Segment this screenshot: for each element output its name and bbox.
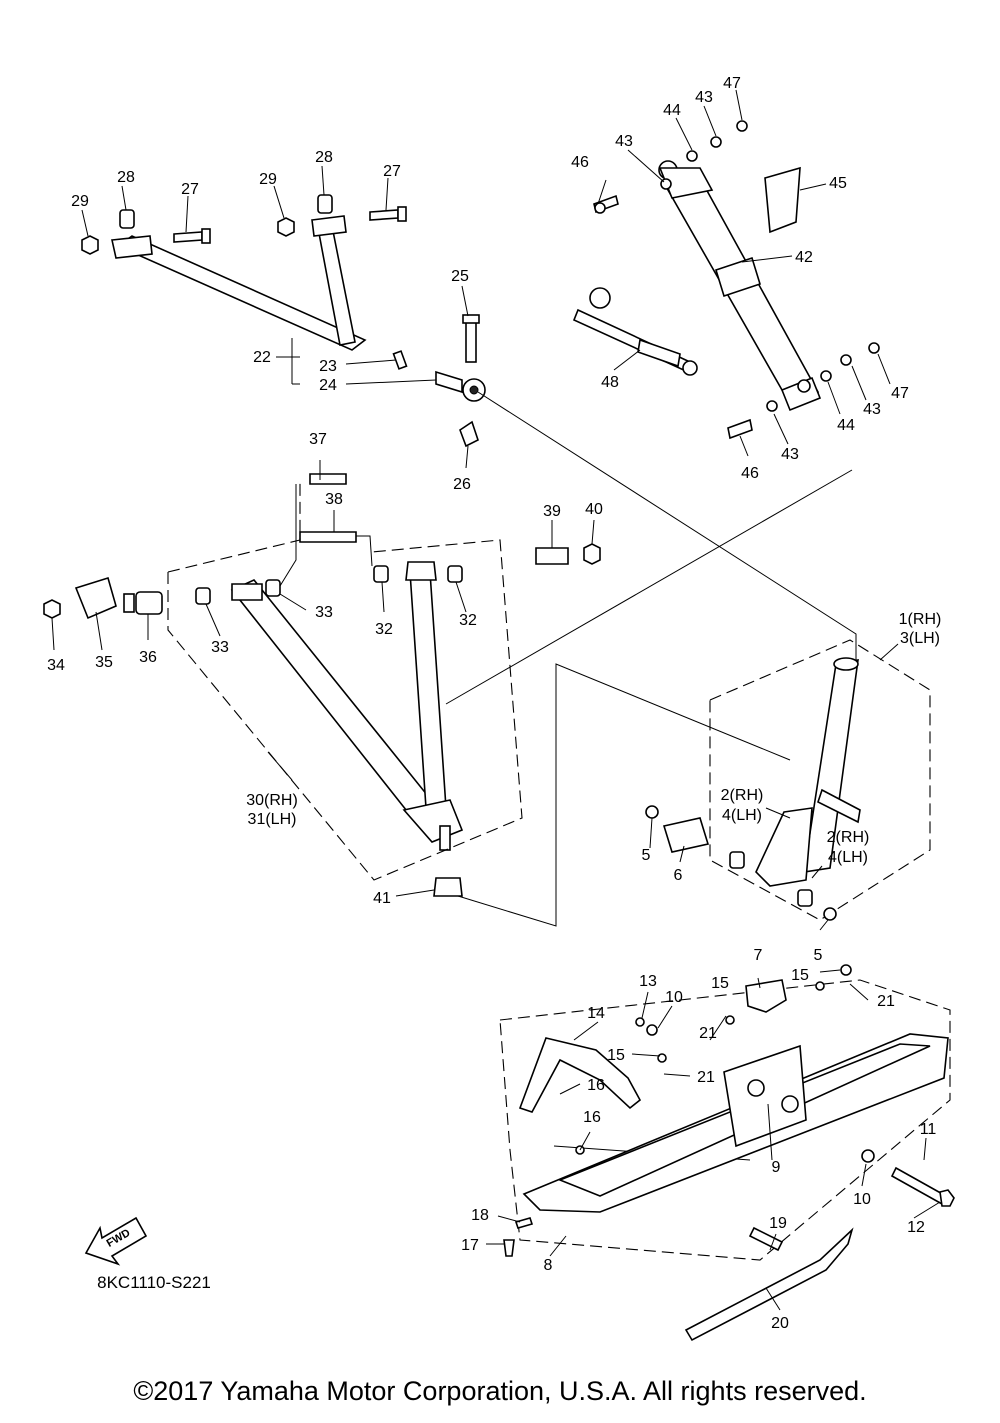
fwd-arrow-icon: FWD bbox=[84, 1216, 148, 1266]
diagram-code: 8KC1110-S221 bbox=[97, 1273, 211, 1292]
callout-46: 46 bbox=[571, 154, 589, 171]
callout-34: 34 bbox=[47, 657, 65, 674]
callout-10: 10 bbox=[665, 989, 683, 1006]
callout-32: 32 bbox=[459, 612, 477, 629]
tie-rod-assembly bbox=[81, 194, 486, 448]
callout-20: 20 bbox=[771, 1315, 789, 1332]
callout-27: 27 bbox=[383, 163, 401, 180]
callout-16: 16 bbox=[587, 1077, 605, 1094]
callout-2: 2(RH) bbox=[827, 829, 870, 846]
callout-5: 5 bbox=[814, 947, 823, 964]
callout-38: 38 bbox=[325, 491, 343, 508]
callout-39: 39 bbox=[543, 503, 561, 520]
callout-43: 43 bbox=[781, 446, 799, 463]
callout-36: 36 bbox=[139, 649, 157, 666]
callout-5: 5 bbox=[642, 847, 651, 864]
callout-7: 7 bbox=[754, 947, 763, 964]
callout-11: 11 bbox=[920, 1121, 937, 1138]
ski bbox=[503, 964, 955, 1342]
callout-4: 4(LH) bbox=[722, 807, 762, 824]
callout-18: 18 bbox=[471, 1207, 489, 1224]
callout-37: 37 bbox=[309, 431, 327, 448]
callout-numbers: 29 28 27 29 28 27 22 23 24 25 26 46 43 4… bbox=[47, 75, 941, 1332]
spring-tool bbox=[572, 287, 698, 376]
callout-29: 29 bbox=[71, 193, 89, 210]
callout-14: 14 bbox=[587, 1005, 605, 1022]
callout-47: 47 bbox=[891, 385, 909, 402]
callout-33: 33 bbox=[315, 604, 333, 621]
callout-15: 15 bbox=[607, 1047, 625, 1064]
spindle bbox=[645, 657, 861, 921]
callout-6: 6 bbox=[674, 867, 683, 884]
copyright-notice: ©2017 Yamaha Motor Corporation, U.S.A. A… bbox=[133, 1376, 867, 1406]
callout-41: 41 bbox=[373, 890, 391, 907]
callout-12: 12 bbox=[907, 1219, 925, 1236]
callout-43: 43 bbox=[863, 401, 881, 418]
lower-a-arm bbox=[43, 473, 601, 897]
callout-17: 17 bbox=[461, 1237, 479, 1254]
callout-24: 24 bbox=[319, 377, 337, 394]
callout-30: 30(RH) bbox=[246, 792, 298, 809]
callout-40: 40 bbox=[585, 501, 603, 518]
callout-1: 1(RH) bbox=[899, 611, 942, 628]
callout-23: 23 bbox=[319, 358, 337, 375]
callout-10: 10 bbox=[853, 1191, 871, 1208]
callout-21: 21 bbox=[697, 1069, 715, 1086]
callout-13: 13 bbox=[639, 973, 657, 990]
callout-29: 29 bbox=[259, 171, 277, 188]
callout-45: 45 bbox=[829, 175, 847, 192]
callout-21: 21 bbox=[699, 1025, 717, 1042]
callout-46: 46 bbox=[741, 465, 759, 482]
callout-44: 44 bbox=[837, 417, 855, 434]
callout-28: 28 bbox=[315, 149, 333, 166]
callout-27: 27 bbox=[181, 181, 199, 198]
callout-15: 15 bbox=[791, 967, 809, 984]
callout-32: 32 bbox=[375, 621, 393, 638]
callout-4: 4(LH) bbox=[828, 849, 868, 866]
callout-28: 28 bbox=[117, 169, 135, 186]
callout-47: 47 bbox=[723, 75, 741, 92]
callout-42: 42 bbox=[795, 249, 813, 266]
callout-9: 9 bbox=[772, 1159, 781, 1176]
callout-15: 15 bbox=[711, 975, 729, 992]
callout-31: 31(LH) bbox=[248, 811, 297, 828]
callout-43: 43 bbox=[695, 89, 713, 106]
callout-33: 33 bbox=[211, 639, 229, 656]
callout-16: 16 bbox=[583, 1109, 601, 1126]
callout-44: 44 bbox=[663, 102, 681, 119]
callout-25: 25 bbox=[451, 268, 469, 285]
callout-21: 21 bbox=[877, 993, 895, 1010]
callout-2: 2(RH) bbox=[721, 787, 764, 804]
callout-43: 43 bbox=[615, 133, 633, 150]
callout-8: 8 bbox=[544, 1257, 553, 1274]
callout-19: 19 bbox=[769, 1215, 787, 1232]
callout-26: 26 bbox=[453, 476, 471, 493]
callout-48: 48 bbox=[601, 374, 619, 391]
callout-35: 35 bbox=[95, 654, 113, 671]
callout-3: 3(LH) bbox=[900, 630, 940, 647]
shock-absorber bbox=[593, 120, 880, 440]
callout-leaders bbox=[51, 89, 941, 1311]
callout-22: 22 bbox=[253, 349, 271, 366]
